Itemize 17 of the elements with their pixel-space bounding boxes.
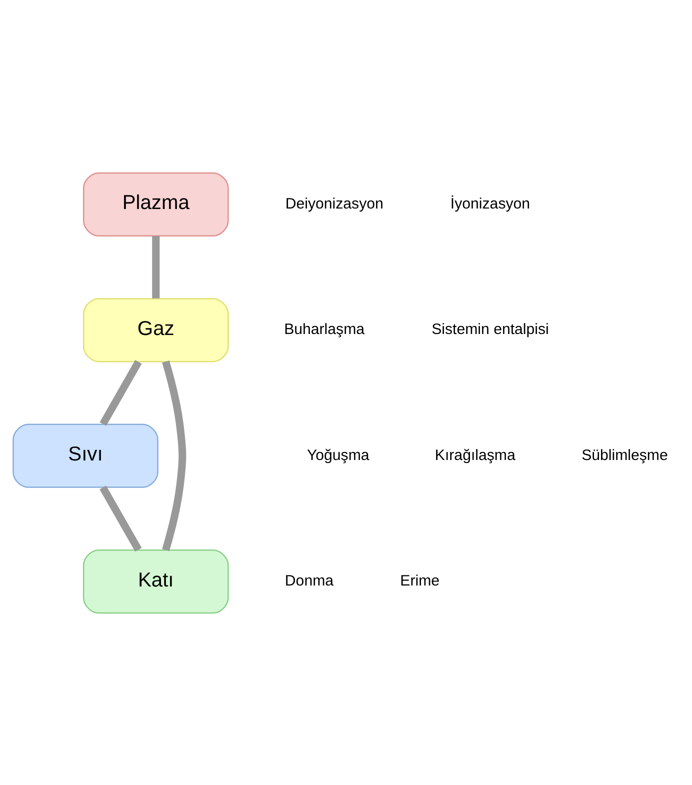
connector	[152, 236, 160, 298]
node-box: Katı	[82, 549, 229, 614]
label: Deiyonizasyon	[285, 194, 384, 212]
label: Erime	[400, 572, 440, 589]
label: Kırağılaşma	[434, 446, 516, 464]
connector	[162, 360, 186, 551]
label: Yoğuşma	[306, 446, 370, 464]
label: İyonizasyon	[450, 194, 530, 212]
node-box: Sıvı	[12, 423, 158, 488]
node-box: Gaz	[82, 298, 229, 362]
connector	[100, 359, 142, 426]
label: Sistemin entalpisi	[432, 320, 549, 338]
label: Süblimleşme	[582, 446, 668, 464]
node-box: Plazma	[82, 172, 229, 236]
label: Donma	[284, 572, 334, 589]
connector	[100, 485, 142, 552]
label: Buharlaşma	[284, 320, 365, 338]
